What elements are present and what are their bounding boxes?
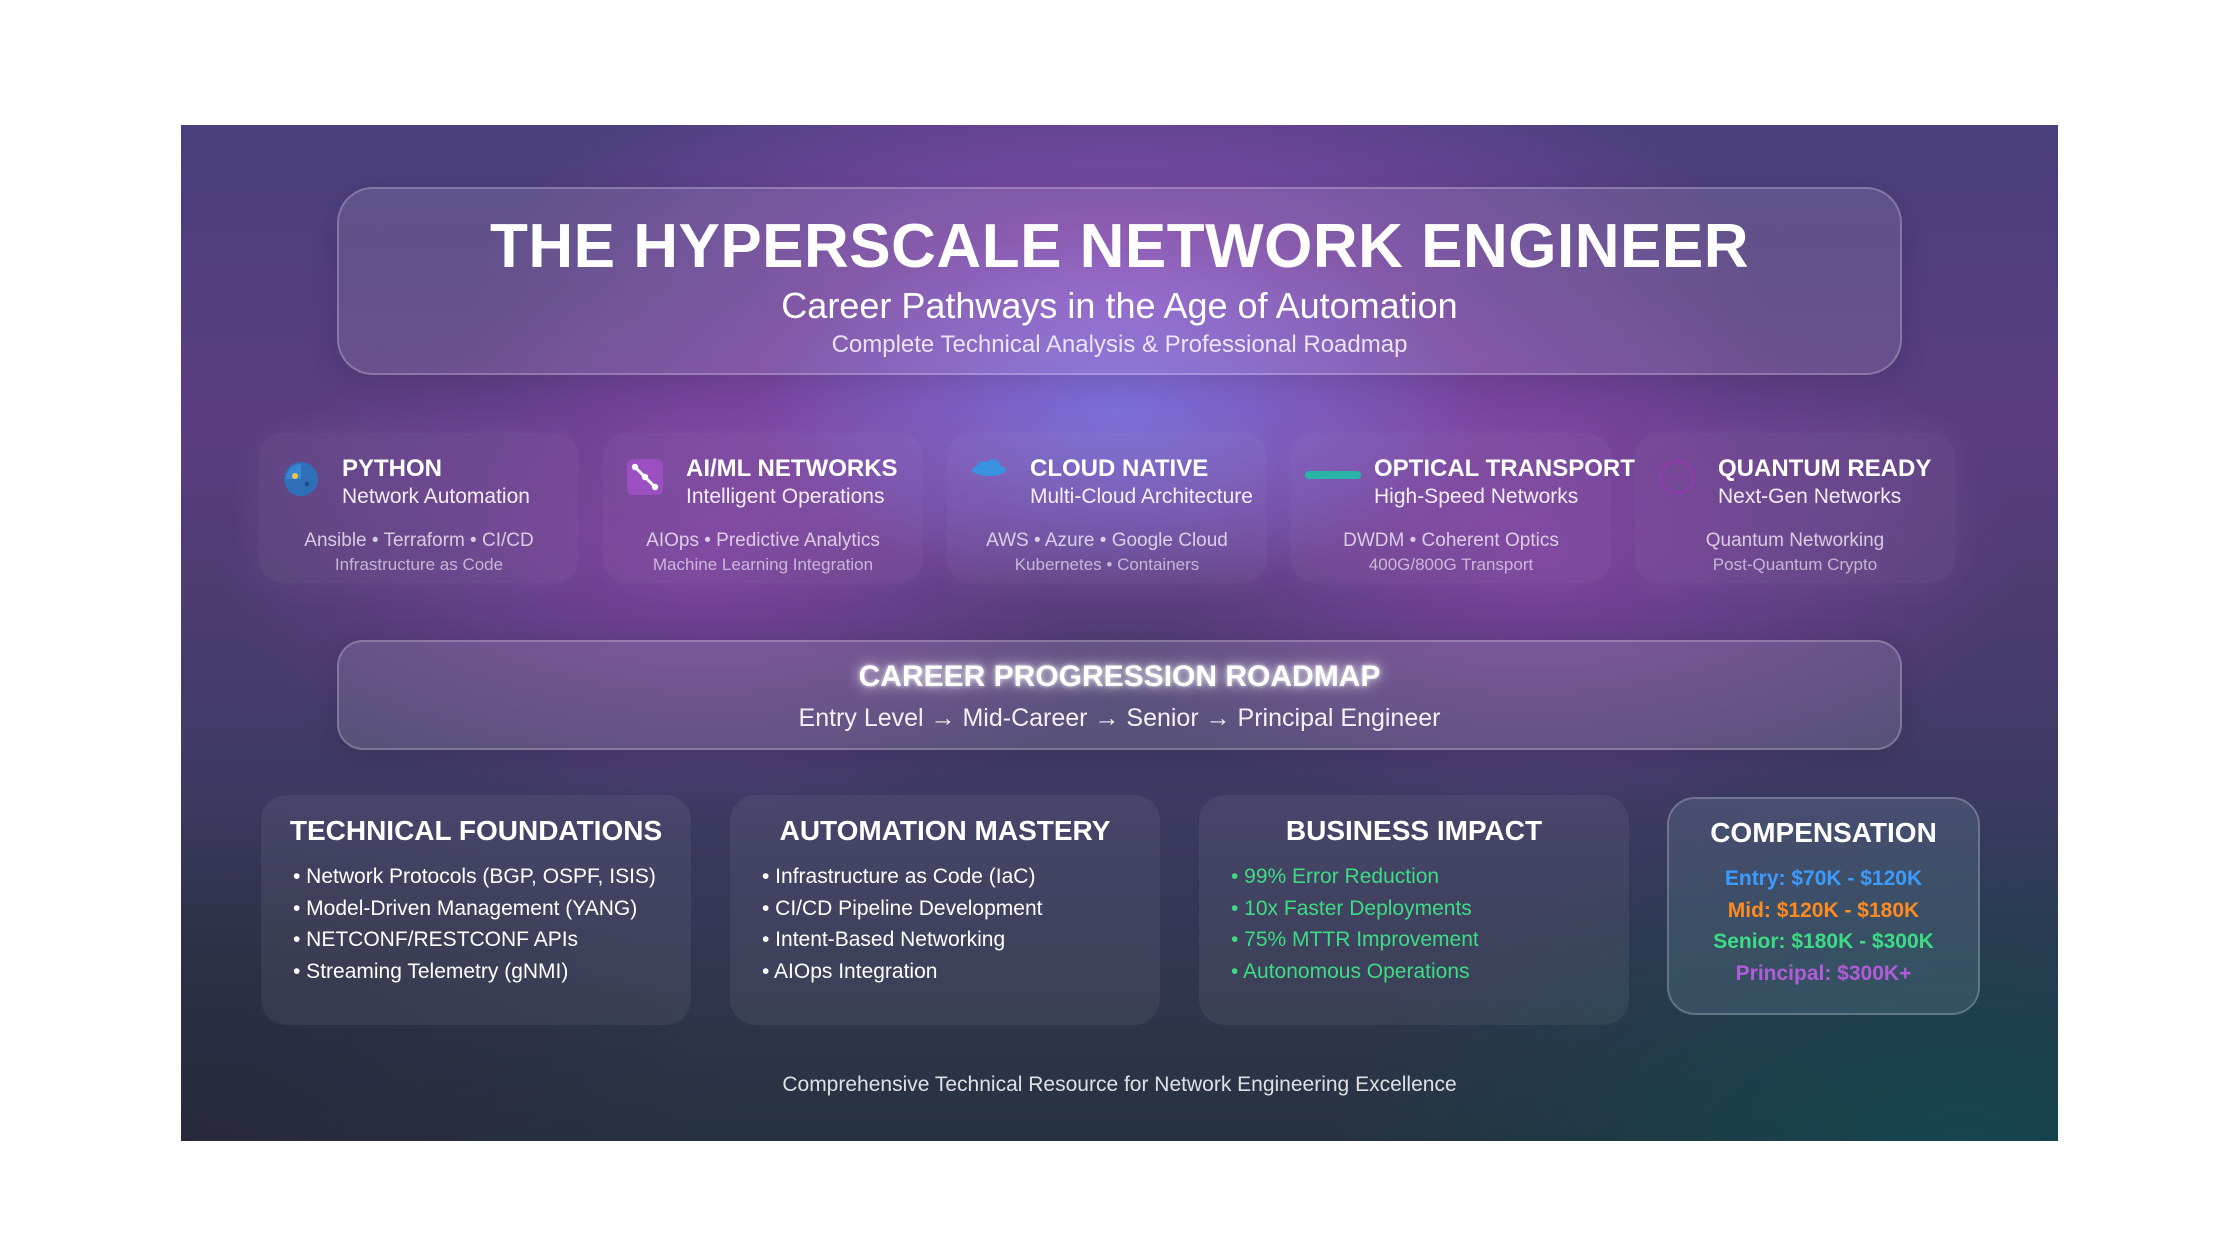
- network-nodes-icon: [627, 459, 663, 495]
- tech-tools: DWDM • Coherent Optics: [1343, 530, 1559, 551]
- compensation-principal: Principal: $300K+: [1735, 961, 1912, 985]
- tech-name: PYTHON: [342, 455, 443, 482]
- tech-card-optical: OPTICAL TRANSPORT High-Speed Networks DW…: [1291, 433, 1635, 583]
- tech-name: AI/ML NETWORKS: [686, 455, 898, 482]
- tech-subtitle: High-Speed Networks: [1374, 485, 1579, 508]
- section-title: AUTOMATION MASTERY: [779, 815, 1111, 846]
- page-tagline: Complete Technical Analysis & Profession…: [831, 331, 1408, 358]
- infographic-canvas: THE HYPERSCALE NETWORK ENGINEER Career P…: [181, 125, 2058, 1141]
- tech-subtitle: Intelligent Operations: [686, 485, 885, 508]
- list-item: • Network Protocols (BGP, OSPF, ISIS): [293, 865, 656, 888]
- compensation-senior: Senior: $180K - $300K: [1713, 930, 1934, 953]
- list-item: • 99% Error Reduction: [1231, 865, 1440, 888]
- section-title: TECHNICAL FOUNDATIONS: [289, 815, 663, 846]
- tech-card-python: PYTHON Network Automation Ansible • Terr…: [259, 433, 579, 583]
- tech-focus: Machine Learning Integration: [652, 555, 874, 574]
- roadmap-path: Entry Level → Mid-Career → Senior → Prin…: [798, 704, 1441, 732]
- section-automation-mastery: AUTOMATION MASTERY • Infrastructure as C…: [730, 795, 1160, 1025]
- list-item: • Infrastructure as Code (IaC): [762, 865, 1036, 888]
- tech-card-aiml: AI/ML NETWORKS Intelligent Operations AI…: [603, 433, 923, 583]
- footer-text: Comprehensive Technical Resource for Net…: [782, 1073, 1457, 1096]
- list-item: • NETCONF/RESTCONF APIs: [293, 928, 579, 951]
- python-icon: [284, 462, 318, 496]
- quantum-ring-icon: [1659, 459, 1695, 495]
- tech-focus: Kubernetes • Containers: [1014, 555, 1200, 574]
- tech-focus: 400G/800G Transport: [1368, 555, 1534, 574]
- section-list: • 99% Error Reduction • 10x Faster Deplo…: [1231, 861, 1479, 987]
- roadmap-title: CAREER PROGRESSION ROADMAP: [858, 660, 1381, 693]
- tech-tools: Ansible • Terraform • CI/CD: [304, 530, 534, 551]
- list-item: • 10x Faster Deployments: [1231, 896, 1472, 920]
- list-item: • Model-Driven Management (YANG): [293, 896, 638, 920]
- tech-name: QUANTUM READY: [1718, 455, 1932, 482]
- list-item: • Streaming Telemetry (gNMI): [293, 959, 569, 983]
- compensation-mid: Mid: $120K - $180K: [1727, 898, 1920, 922]
- tech-tools: Quantum Networking: [1705, 530, 1885, 551]
- tech-tools: AWS • Azure • Google Cloud: [986, 530, 1228, 551]
- section-technical-foundations: TECHNICAL FOUNDATIONS • Network Protocol…: [261, 795, 691, 1025]
- list-item: • Intent-Based Networking: [762, 928, 1006, 951]
- tech-name: CLOUD NATIVE: [1030, 455, 1209, 482]
- header-panel: THE HYPERSCALE NETWORK ENGINEER Career P…: [337, 187, 1902, 375]
- compensation-card: COMPENSATION Entry: $70K - $120K Mid: $1…: [1667, 797, 1980, 1015]
- list-item: • AIOps Integration: [762, 959, 938, 983]
- tech-subtitle: Multi-Cloud Architecture: [1030, 485, 1253, 508]
- tech-focus: Infrastructure as Code: [334, 555, 504, 574]
- section-list: • Infrastructure as Code (IaC) • CI/CD P…: [762, 861, 1042, 987]
- roadmap-banner: CAREER PROGRESSION ROADMAP Entry Level →…: [337, 640, 1902, 750]
- list-item: • Autonomous Operations: [1231, 959, 1470, 983]
- tech-card-quantum: QUANTUM READY Next-Gen Networks Quantum …: [1635, 433, 1955, 583]
- section-title: COMPENSATION: [1710, 817, 1937, 848]
- list-item: • CI/CD Pipeline Development: [762, 896, 1043, 920]
- fiber-link-icon: [1305, 471, 1361, 479]
- page-title: THE HYPERSCALE NETWORK ENGINEER: [489, 212, 1750, 281]
- compensation-entry: Entry: $70K - $120K: [1724, 867, 1923, 890]
- list-item: • 75% MTTR Improvement: [1231, 928, 1479, 951]
- cloud-icon: [972, 459, 1006, 476]
- tech-subtitle: Next-Gen Networks: [1718, 485, 1902, 508]
- section-title: BUSINESS IMPACT: [1285, 815, 1543, 846]
- tech-subtitle: Network Automation: [342, 485, 530, 508]
- section-list: • Network Protocols (BGP, OSPF, ISIS) • …: [293, 861, 656, 987]
- tech-focus: Post-Quantum Crypto: [1712, 555, 1878, 574]
- tech-name: OPTICAL TRANSPORT: [1374, 455, 1635, 482]
- tech-tools: AIOps • Predictive Analytics: [646, 530, 880, 551]
- section-business-impact: BUSINESS IMPACT • 99% Error Reduction • …: [1199, 795, 1629, 1025]
- page-subtitle: Career Pathways in the Age of Automation: [781, 285, 1458, 326]
- compensation-list: Entry: $70K - $120K Mid: $120K - $180K S…: [1669, 863, 1978, 989]
- tech-card-cloud: CLOUD NATIVE Multi-Cloud Architecture AW…: [947, 433, 1267, 583]
